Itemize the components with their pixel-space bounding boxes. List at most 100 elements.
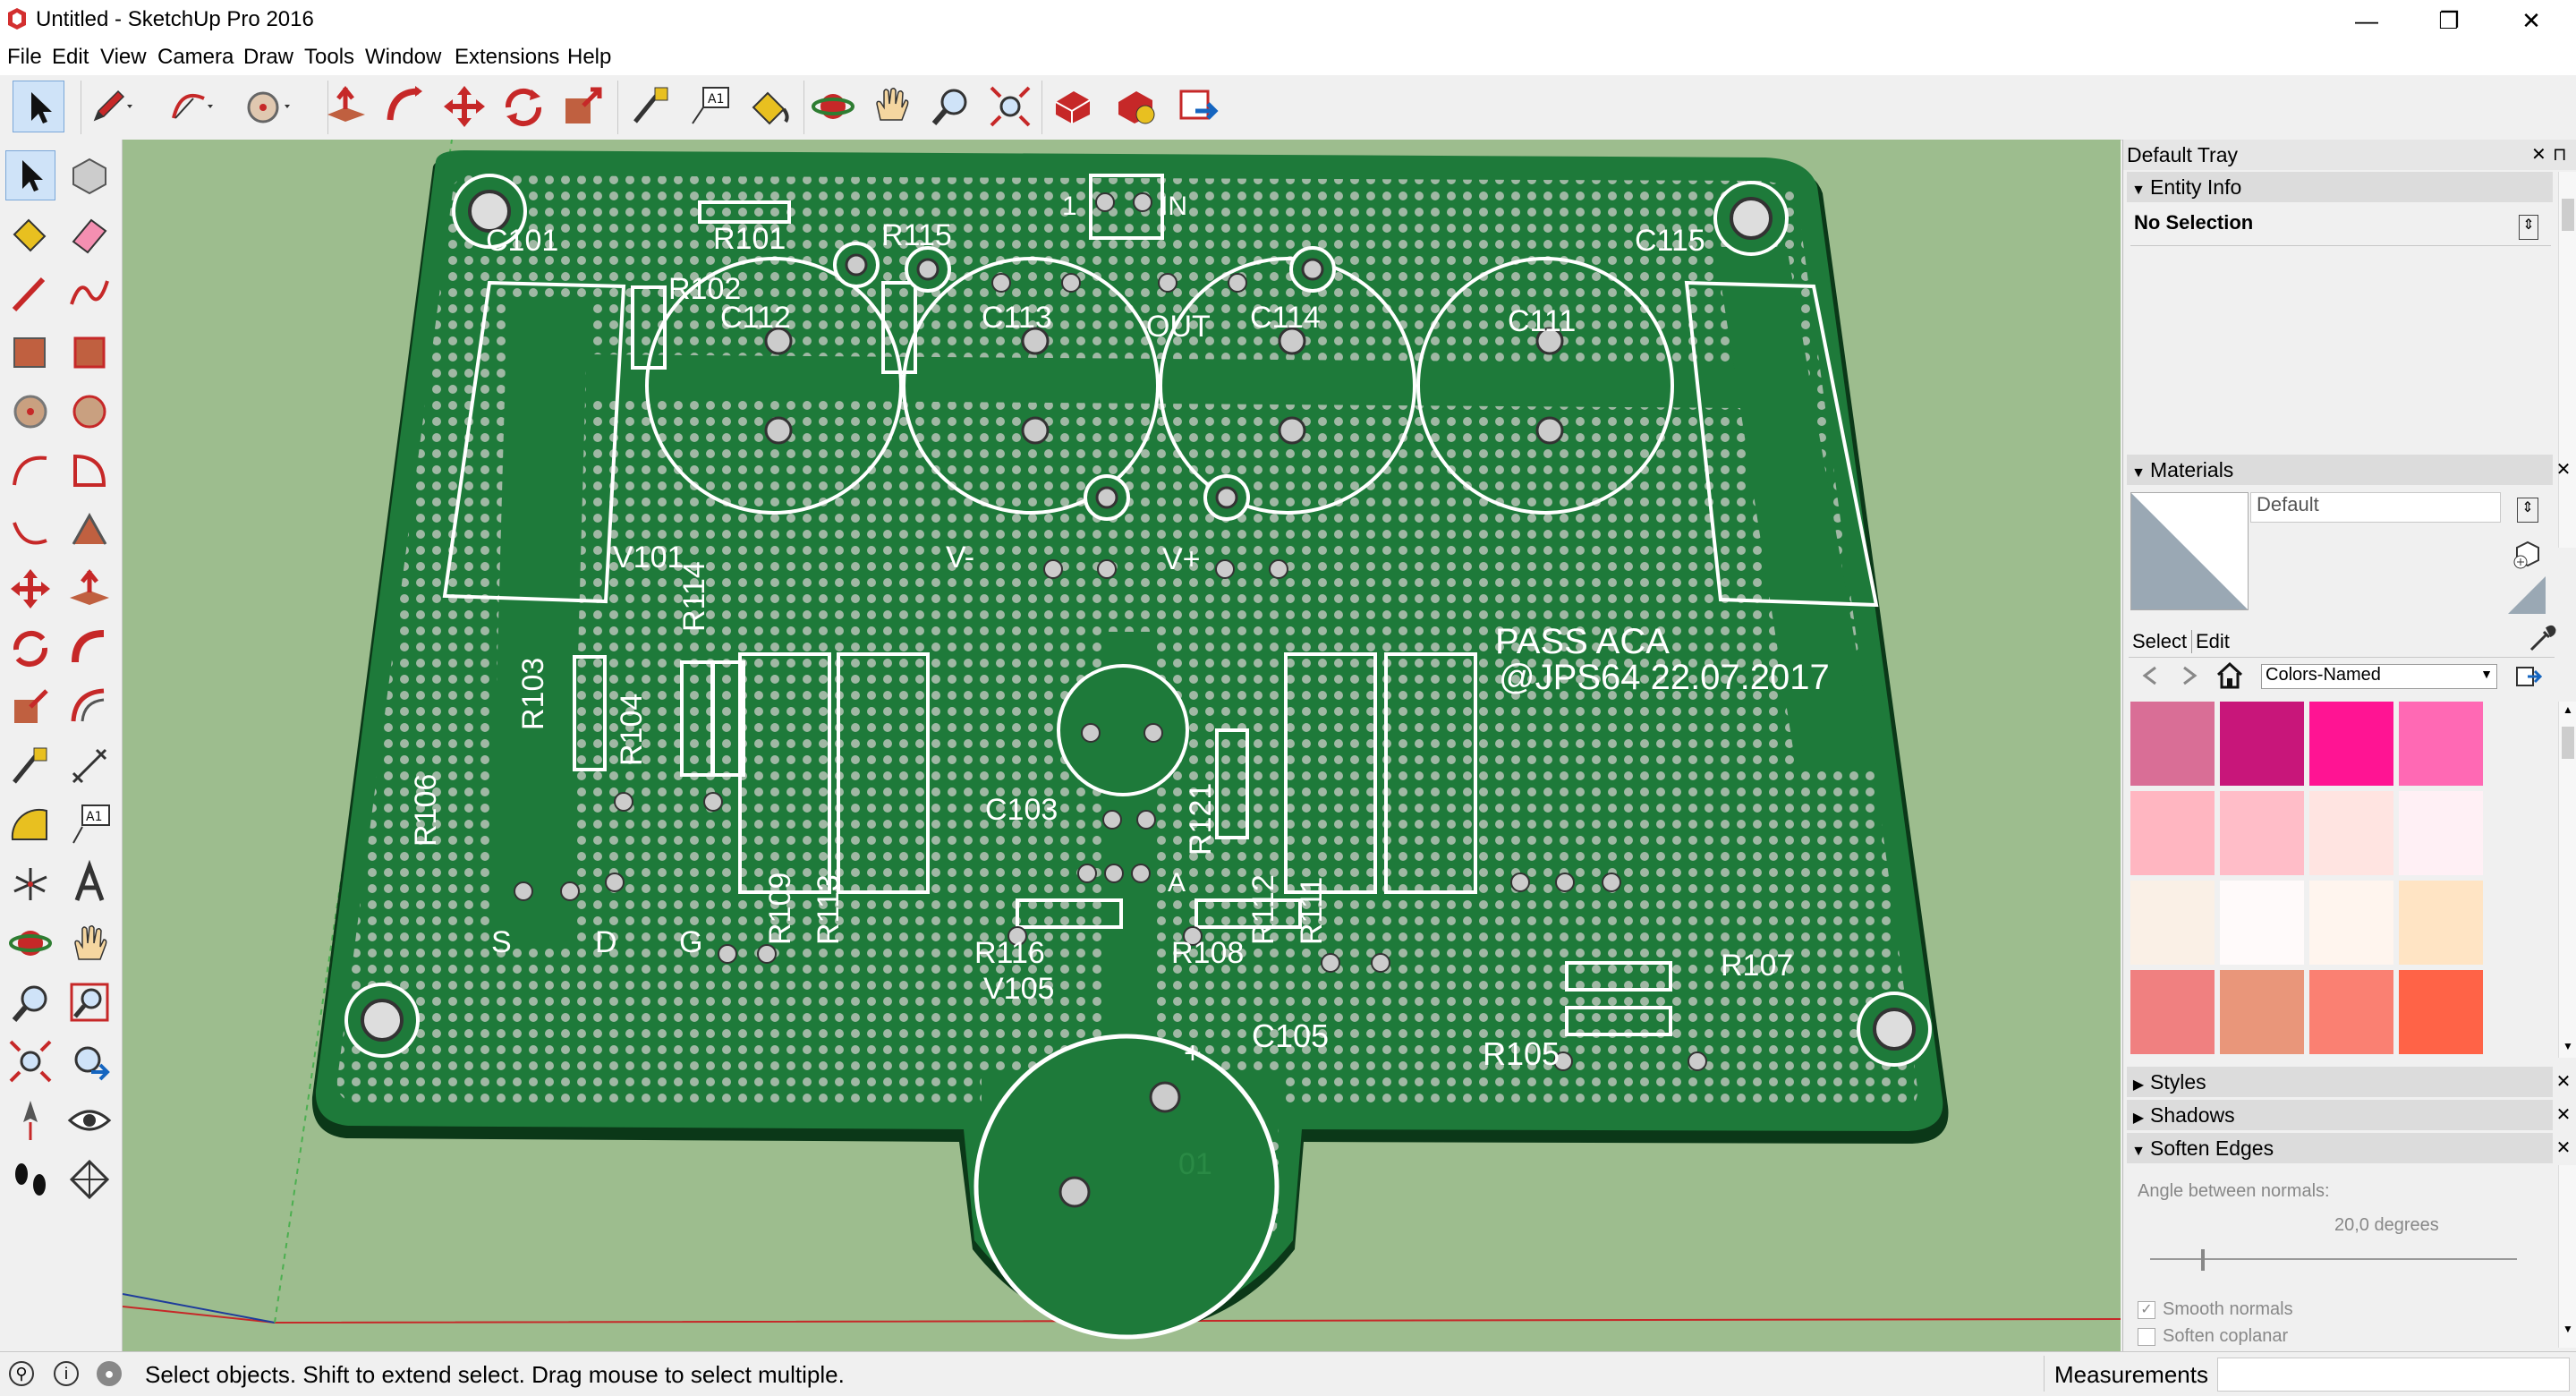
orbit-icon[interactable] <box>5 918 55 968</box>
look-around-icon[interactable] <box>64 1095 115 1145</box>
material-swatch[interactable] <box>2220 881 2304 965</box>
pencil-icon[interactable] <box>82 81 134 132</box>
details-icon[interactable]: ⇕ <box>2519 215 2538 240</box>
scroll-thumb[interactable] <box>2562 727 2574 759</box>
entity-info-header[interactable]: ▼Entity Info ✕ <box>2127 172 2571 202</box>
material-swatch[interactable] <box>2220 791 2304 875</box>
panel-close-icon[interactable]: ✕ <box>2555 460 2572 480</box>
angle-slider[interactable] <box>2150 1249 2517 1271</box>
tray-close-icon[interactable]: ✕ <box>2531 145 2546 165</box>
soften-edges-header[interactable]: ▼Soften Edges ✕ <box>2127 1133 2571 1163</box>
pie-icon[interactable] <box>64 446 115 496</box>
section-plane-icon[interactable] <box>64 1154 115 1204</box>
menu-extensions[interactable]: Extensions <box>455 45 560 69</box>
menu-file[interactable]: File <box>7 45 42 69</box>
material-swatch[interactable] <box>2309 702 2393 786</box>
close-button[interactable]: ✕ <box>2521 7 2541 34</box>
minimize-button[interactable]: — <box>2355 7 2378 34</box>
circle-icon[interactable] <box>240 81 292 132</box>
tray-scrollbar[interactable] <box>2558 172 2576 548</box>
circle-icon[interactable] <box>5 387 55 437</box>
follow-me-icon[interactable] <box>64 623 115 673</box>
measurements-input[interactable] <box>2217 1358 2570 1392</box>
scroll-thumb[interactable] <box>2562 199 2574 231</box>
protractor-icon[interactable] <box>5 800 55 850</box>
user-account-icon[interactable]: ● <box>97 1361 122 1386</box>
rectangle-icon[interactable] <box>5 328 55 378</box>
rotate-icon[interactable] <box>497 81 549 132</box>
tab-select[interactable]: Select <box>2132 630 2188 652</box>
material-swatch[interactable] <box>2309 970 2393 1054</box>
forward-arrow-icon[interactable] <box>2177 662 2204 689</box>
line-icon[interactable] <box>5 268 55 319</box>
3d-text-icon[interactable] <box>64 859 115 909</box>
material-swatch[interactable] <box>2399 970 2483 1054</box>
materials-header[interactable]: ▼Materials ✕ <box>2127 455 2571 485</box>
scroll-down-icon[interactable]: ▼ <box>2563 1323 2573 1335</box>
menu-help[interactable]: Help <box>567 45 612 69</box>
material-name-field[interactable]: Default <box>2250 492 2501 523</box>
shadows-header[interactable]: ▶Shadows ✕ <box>2127 1100 2571 1130</box>
credits-icon[interactable]: i <box>54 1361 79 1386</box>
walk-icon[interactable] <box>5 1154 55 1204</box>
arc-icon[interactable] <box>163 81 215 132</box>
slider-thumb[interactable] <box>2201 1249 2205 1271</box>
material-swatch[interactable] <box>2399 702 2483 786</box>
scroll-down-icon[interactable]: ▼ <box>2563 1040 2573 1052</box>
details-icon[interactable]: ⇕ <box>2517 498 2538 523</box>
previous-view-icon[interactable] <box>64 1036 115 1086</box>
menu-camera[interactable]: Camera <box>157 45 234 69</box>
paint-bucket-icon[interactable] <box>5 209 55 260</box>
material-swatch[interactable] <box>2399 791 2483 875</box>
sample-paint-icon[interactable] <box>2506 575 2547 616</box>
zoom-extents-icon[interactable] <box>984 81 1036 132</box>
material-swatch[interactable] <box>2130 702 2215 786</box>
rotated-rectangle-icon[interactable] <box>64 328 115 378</box>
back-arrow-icon[interactable] <box>2136 662 2163 689</box>
menu-edit[interactable]: Edit <box>52 45 89 69</box>
menu-window[interactable]: Window <box>365 45 442 69</box>
offset-icon[interactable] <box>64 682 115 732</box>
panel-close-icon[interactable]: ✕ <box>2555 1105 2572 1125</box>
tray-bottom-scrollbar[interactable]: ▼ <box>2558 1165 2576 1348</box>
3-point-arc-icon[interactable] <box>64 505 115 555</box>
polygon-icon[interactable] <box>64 387 115 437</box>
make-component-icon[interactable] <box>64 150 115 200</box>
warehouse-icon[interactable] <box>1047 81 1099 132</box>
arc-icon[interactable] <box>5 446 55 496</box>
details-arrow-icon[interactable] <box>2513 662 2544 693</box>
text-icon[interactable]: A1 <box>684 81 735 132</box>
soften-coplanar-checkbox[interactable] <box>2138 1328 2155 1346</box>
axes-icon[interactable] <box>5 859 55 909</box>
select-icon[interactable] <box>13 81 64 132</box>
zoom-icon[interactable] <box>5 977 55 1027</box>
panel-close-icon[interactable]: ✕ <box>2555 1072 2572 1092</box>
pan-icon[interactable] <box>64 918 115 968</box>
text-icon[interactable]: A1 <box>64 800 115 850</box>
smooth-normals-checkbox[interactable]: ✓ <box>2138 1301 2155 1319</box>
tab-edit[interactable]: Edit <box>2191 630 2230 653</box>
menu-view[interactable]: View <box>100 45 147 69</box>
create-material-icon[interactable] <box>2512 537 2544 569</box>
pan-icon[interactable] <box>866 81 918 132</box>
eyedropper-icon[interactable] <box>2526 623 2558 655</box>
send-to-layout-icon[interactable] <box>1172 81 1224 132</box>
material-swatch[interactable] <box>2399 881 2483 965</box>
restore-button[interactable]: ❐ <box>2438 7 2460 34</box>
move-icon[interactable] <box>438 81 490 132</box>
rotate-icon[interactable] <box>5 623 55 673</box>
zoom-window-icon[interactable] <box>64 977 115 1027</box>
push-pull-icon[interactable] <box>64 564 115 614</box>
follow-me-icon[interactable] <box>379 81 431 132</box>
material-swatch[interactable] <box>2130 881 2215 965</box>
eraser-icon[interactable] <box>64 209 115 260</box>
paint-bucket-icon[interactable] <box>743 81 795 132</box>
scroll-up-icon[interactable]: ▲ <box>2563 703 2573 716</box>
scale-icon[interactable] <box>5 682 55 732</box>
extension-warehouse-icon[interactable] <box>1109 81 1161 132</box>
styles-header[interactable]: ▶Styles ✕ <box>2127 1067 2571 1097</box>
material-swatch[interactable] <box>2130 791 2215 875</box>
zoom-extents-icon[interactable] <box>5 1036 55 1086</box>
2-point-arc-icon[interactable] <box>5 505 55 555</box>
